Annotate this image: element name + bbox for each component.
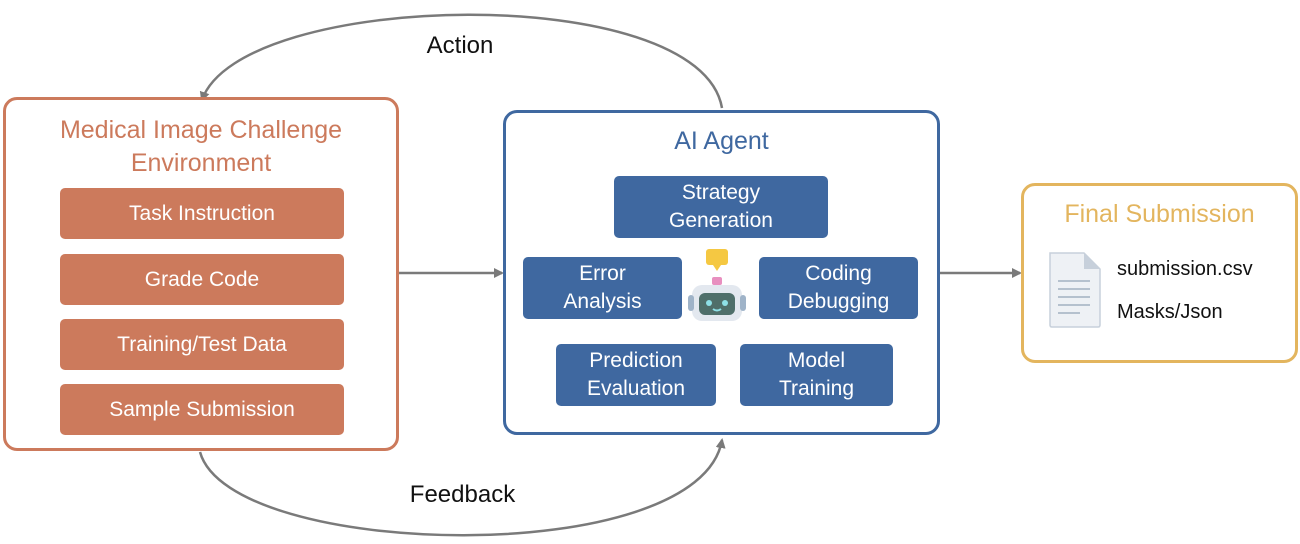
environment-title-line2: Environment	[130, 149, 272, 177]
feedback-label: Feedback	[409, 481, 516, 508]
agent-item-coding-debugging: Coding Debugging	[759, 257, 918, 319]
env-item-training-test-data: Training/Test Data	[60, 319, 344, 370]
feedback-arrow	[198, 438, 726, 537]
coding-debugging-label: Coding Debugging	[787, 262, 890, 313]
agent-panel: AI Agent Strategy Generation Error Analy…	[503, 110, 940, 435]
agent-item-prediction-evaluation: Prediction Evaluation	[556, 344, 716, 406]
file-masks-json: Masks/Json	[1117, 301, 1223, 323]
env-item-task-instruction: Task Instruction	[60, 188, 344, 239]
environment-title-line1: Medical Image Challenge	[59, 116, 343, 144]
env-item-grade-code: Grade Code	[60, 254, 344, 305]
document-icon	[1049, 252, 1101, 328]
error-analysis-label: Error Analysis	[563, 262, 642, 313]
final-submission-title: Final Submission	[1064, 200, 1255, 228]
action-label: Action	[426, 32, 494, 59]
strategy-generation-label: Strategy Generation	[669, 181, 773, 232]
robot-icon	[688, 249, 746, 321]
file-submission-csv: submission.csv	[1117, 258, 1253, 280]
agent-title: AI Agent	[674, 127, 769, 155]
environment-panel: Medical Image Challenge Environment Task…	[3, 97, 399, 451]
agent-item-error-analysis: Error Analysis	[523, 257, 682, 319]
env-item-sample-submission: Sample Submission	[60, 384, 344, 435]
final-submission-panel: Final Submission submission.csv Masks/Js…	[1021, 183, 1298, 363]
action-arrow	[199, 13, 724, 109]
environment-title: Medical Image Challenge Environment	[6, 114, 396, 180]
model-training-label: Model Training	[778, 349, 855, 400]
agent-item-strategy-generation: Strategy Generation	[614, 176, 828, 238]
prediction-evaluation-label: Prediction Evaluation	[586, 349, 686, 400]
agent-item-model-training: Model Training	[740, 344, 893, 406]
